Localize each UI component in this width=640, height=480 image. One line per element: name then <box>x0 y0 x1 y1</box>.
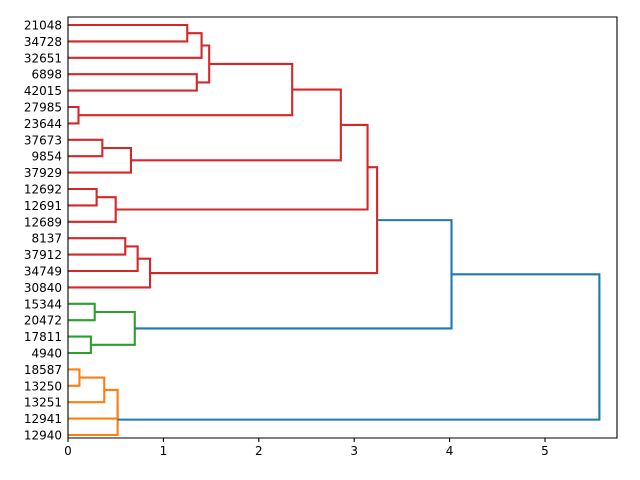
leaf-label: 21048 <box>24 19 62 33</box>
dendrogram-link <box>68 376 106 404</box>
dendrogram-link <box>196 44 211 84</box>
dendrogram-link <box>68 196 117 223</box>
leaf-label: 37929 <box>24 166 62 180</box>
x-tick-label: 0 <box>64 444 72 458</box>
leaf-labels: 21048 34728 32651 6898 42015 27985 23644 37673 9… <box>24 19 62 443</box>
leaf-label: 13250 <box>24 379 62 393</box>
x-tick-label: 4 <box>446 444 454 458</box>
dendrogram-link <box>130 88 342 162</box>
leaf-label: 4940 <box>31 347 62 361</box>
dendrogram-link <box>134 219 453 330</box>
leaf-label: 17811 <box>24 330 62 344</box>
dendrogram-link <box>68 404 119 437</box>
leaf-label: 12941 <box>24 412 62 426</box>
dendrogram-link <box>68 32 203 59</box>
dendrogram-link <box>150 166 379 275</box>
leaf-label: 23644 <box>24 117 62 131</box>
leaf-label: 37673 <box>24 133 62 147</box>
x-tick-label: 3 <box>350 444 358 458</box>
leaf-label: 32651 <box>24 51 62 65</box>
leaf-label: 20472 <box>24 314 62 328</box>
dendrogram-links <box>68 23 601 437</box>
leaf-label: 12940 <box>24 429 62 443</box>
dendrogram-link <box>68 388 119 420</box>
leaf-label: 6898 <box>31 68 62 82</box>
dendrogram-link <box>68 237 127 256</box>
x-axis-ticks: 0 1 2 3 4 5 <box>64 438 549 458</box>
dendrogram-link <box>68 302 96 322</box>
leaf-label: 27985 <box>24 101 62 115</box>
leaf-label: 37912 <box>24 248 62 262</box>
dendrogram-link <box>90 310 136 346</box>
x-tick-label: 2 <box>255 444 263 458</box>
dendrogram-link <box>68 138 104 158</box>
dendrogram-link <box>68 105 80 125</box>
axes-frame <box>67 16 618 439</box>
leaf-label: 12691 <box>24 199 62 213</box>
leaf-label: 18587 <box>24 363 62 377</box>
leaf-label: 42015 <box>24 84 62 98</box>
dendrogram-link <box>115 123 369 211</box>
dendrogram-link <box>68 23 189 43</box>
leaf-label: 8137 <box>31 232 62 246</box>
x-tick-label: 1 <box>160 444 168 458</box>
leaf-label: 12689 <box>24 215 62 229</box>
leaf-label: 9854 <box>31 150 62 164</box>
leaf-label: 34728 <box>24 35 62 49</box>
leaf-label: 12692 <box>24 183 62 197</box>
leaf-label: 34749 <box>24 265 62 279</box>
dendrogram-link <box>68 187 98 207</box>
dendrogram-link <box>68 335 92 355</box>
dendrogram-link <box>68 73 198 92</box>
leaf-label: 30840 <box>24 281 62 295</box>
leaf-label: 15344 <box>24 297 62 311</box>
dendrogram-link <box>117 273 601 421</box>
dendrogram-link <box>68 245 139 273</box>
x-tick-label: 5 <box>541 444 549 458</box>
axes-spines <box>67 16 618 439</box>
leaf-label: 13251 <box>24 396 62 410</box>
dendrogram-link <box>68 146 133 174</box>
dendrogram-link <box>68 368 81 387</box>
